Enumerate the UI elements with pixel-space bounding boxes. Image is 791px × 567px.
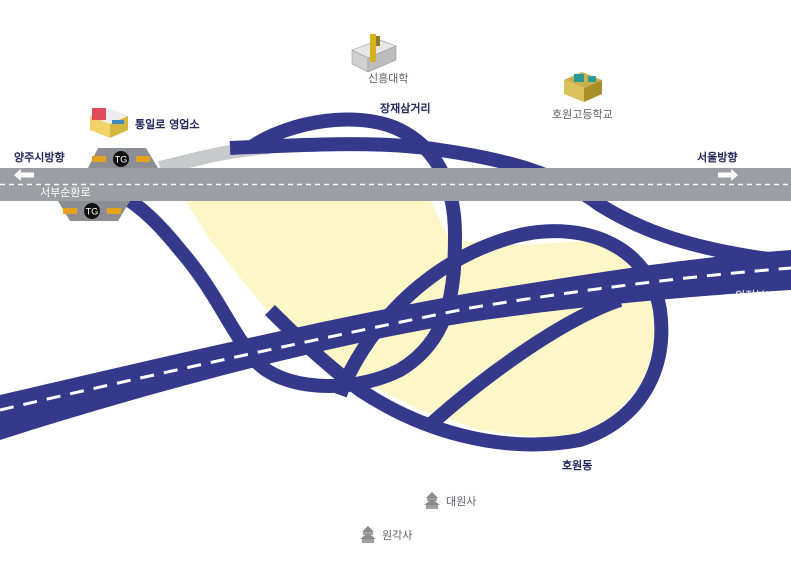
label-seoul-direction: 서울방향 [697,151,738,164]
ramp-diagonal [425,293,623,431]
school-icon [564,72,602,102]
label-howon-high: 호원고등학교 [552,108,613,121]
label-seobu-ring: 서부순환로 [40,186,91,199]
temple-pagoda-icon [424,492,440,509]
label-howon-dong: 호원동 [562,459,593,472]
label-tongil-office: 통일로 영업소 [135,118,200,131]
label-yangju-direction: 양주시방향 [14,151,65,164]
tollgate-south-badge: TG [63,203,121,219]
tollgate-south-label: TG [86,207,99,217]
arrow-left-icon [14,169,34,181]
temple-pagoda-icon [360,526,376,543]
diagonal-highway [0,250,791,440]
office-building-icon [351,34,397,73]
label-shinheung-univ: 신흥대학 [368,72,409,85]
ramp-east-loop [265,224,669,452]
label-uijeongbu-ic: 의정부IC [735,289,777,302]
arrow-right-icon [718,169,738,181]
label-jangjae-junction: 장재삼거리 [380,102,431,115]
tollgate-north-label: TG [115,155,128,165]
label-daewonsa: 대원사 [446,495,477,508]
tollgate-north-badge: TG [92,151,150,167]
diagonal-highway-centerline [0,266,791,412]
label-wongaksa: 원각사 [382,529,413,542]
ramp-big-loop [116,112,463,393]
tollbooth-building-icon [90,108,128,138]
